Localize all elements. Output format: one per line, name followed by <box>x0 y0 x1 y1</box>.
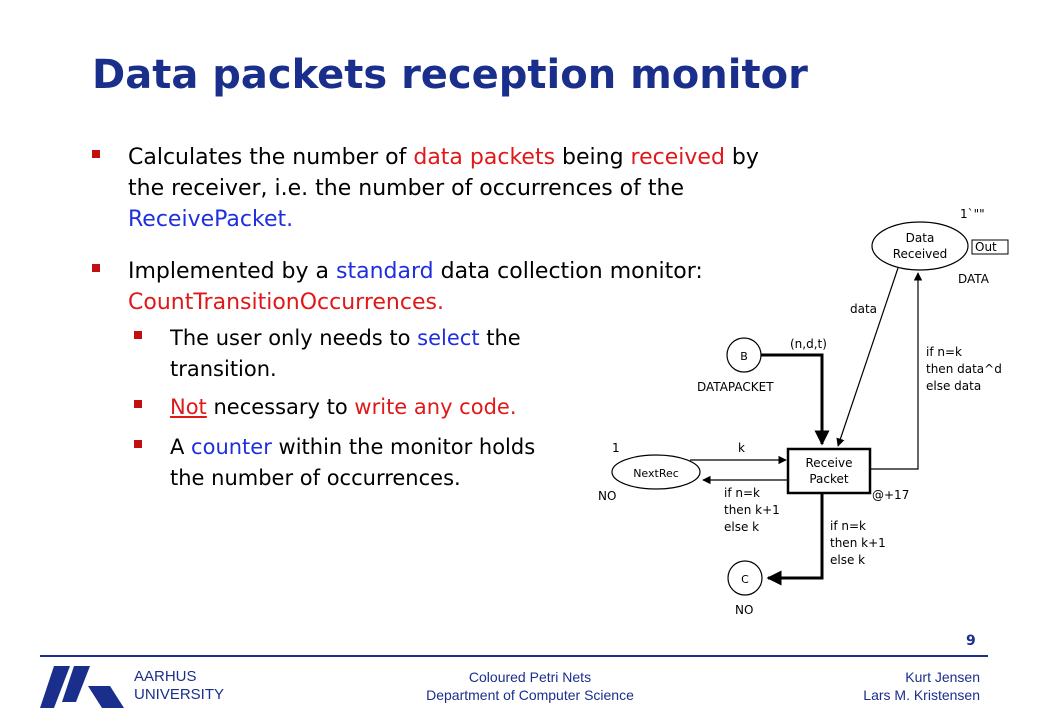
bullet-2: Implemented by a standard data collectio… <box>92 256 832 318</box>
sub-bullet-marker <box>134 331 142 339</box>
port-tag <box>971 239 1009 255</box>
arc-data-in-label: data <box>850 302 877 316</box>
transition-delay: @+17 <box>872 488 909 502</box>
place-nextrec-label: NextRec <box>633 467 679 480</box>
highlight-received: received <box>630 145 725 170</box>
highlight-standard: standard <box>336 259 434 284</box>
arc-c-label-1: if n=k <box>830 519 866 533</box>
sub-bullet-1-part: the transition. <box>170 326 521 381</box>
place-b-type: DATAPACKET <box>697 380 774 394</box>
sub-bullet-1: The user only needs to select the transi… <box>134 323 614 385</box>
sub-bullet-1-text: The user only needs to select the transi… <box>170 323 614 385</box>
place-data-received-label-2: Received <box>893 247 948 261</box>
place-nextrec <box>611 454 701 490</box>
arc-data-out-label-2: then data^d <box>926 362 1002 376</box>
arc-b-to-transition <box>761 353 830 446</box>
sub-bullet-marker <box>134 400 142 408</box>
sub-bullet-2-part: necessary to <box>206 395 355 419</box>
highlight-counter: counter <box>191 435 272 459</box>
arc-transition-to-c <box>766 493 824 586</box>
highlight-write-any-code: write any code. <box>354 395 517 419</box>
arc-nextrec-out-label-3: else k <box>724 520 759 534</box>
university-name-line-1: AARHUS <box>134 668 197 685</box>
sub-bullet-2: Not necessary to write any code. <box>134 392 614 423</box>
aarhus-university-logo-icon <box>40 666 124 708</box>
arc-data-out-label-1: if n=k <box>926 345 962 359</box>
highlight-counttransitionoccurrences: CountTransitionOccurrences. <box>128 290 444 315</box>
highlight-select: select <box>417 326 480 350</box>
bullet-1-part: Calculates the number of <box>128 145 414 170</box>
sub-bullet-3: A counter within the monitor holds the n… <box>134 432 554 494</box>
university-name: AARHUS UNIVERSITY <box>134 668 224 704</box>
slide-title: Data packets reception monitor <box>92 52 808 98</box>
arc-nextrec-out-label-1: if n=k <box>724 486 760 500</box>
footer-course: Coloured Petri Nets <box>468 669 592 685</box>
sub-bullet-3-part: within the monitor holds the number of o… <box>170 435 536 490</box>
footer-author-2: Lars M. Kristensen <box>863 687 980 703</box>
arc-c-label-3: else k <box>830 553 865 567</box>
place-data-received-type: DATA <box>958 272 990 286</box>
place-c-label: C <box>741 573 749 586</box>
bullet-1-part: by the receiver, i.e. the number of occu… <box>128 145 759 201</box>
bullet-2-text: Implemented by a standard data collectio… <box>128 256 832 318</box>
highlight-not: Not <box>170 395 207 419</box>
petri-net-diagram: Data Received 1`"" Out DATA B DATAPACKET… <box>598 207 1009 617</box>
bullet-marker <box>92 150 100 158</box>
highlight-receivepacket: ReceivePacket. <box>128 207 294 232</box>
sub-bullet-2-text: Not necessary to write any code. <box>170 392 614 423</box>
arc-data-in <box>836 267 899 447</box>
transition-label-2: Packet <box>809 472 849 486</box>
bullet-2-part: data collection monitor: <box>433 259 703 284</box>
arc-data-out-label-3: else data <box>926 379 981 393</box>
footer-department: Department of Computer Science <box>426 687 634 703</box>
bullet-1-part: being <box>555 145 631 170</box>
highlight-data-packets: data packets <box>413 145 556 170</box>
place-nextrec-type: NO <box>598 489 616 503</box>
transition-receive-packet <box>786 447 872 495</box>
place-data-received-init: 1`"" <box>960 207 985 221</box>
arc-c-label-2: then k+1 <box>830 536 886 550</box>
bullet-1-text: Calculates the number of data packets be… <box>128 142 792 235</box>
footer-authors: Kurt Jensen Lars M. Kristensen <box>863 668 980 704</box>
footer-center: Coloured Petri Nets Department of Comput… <box>380 668 680 704</box>
bullet-marker <box>92 264 100 272</box>
bullet-1: Calculates the number of data packets be… <box>92 142 792 235</box>
sub-bullet-marker <box>134 440 142 448</box>
sub-bullet-1-part: The user only needs to <box>170 326 418 350</box>
footer-author-1: Kurt Jensen <box>905 669 980 685</box>
sub-bullet-3-text: A counter within the monitor holds the n… <box>170 432 550 494</box>
place-b-label: B <box>740 350 748 363</box>
sub-bullet-3-part: A <box>170 435 192 459</box>
port-tag-label: Out <box>975 240 997 254</box>
place-nextrec-init: 1 <box>612 441 620 455</box>
arc-data-out <box>870 272 923 470</box>
arc-k-in-label: k <box>738 441 745 455</box>
arc-b-label: (n,d,t) <box>790 337 827 351</box>
footer-rule <box>40 655 988 657</box>
place-c <box>727 560 763 596</box>
place-data-received <box>871 221 969 271</box>
place-c-type: NO <box>735 603 753 617</box>
bullet-2-part: Implemented by a <box>128 259 337 284</box>
university-name-line-2: UNIVERSITY <box>134 686 225 703</box>
place-data-received-label-1: Data <box>906 231 935 245</box>
arc-nextrec-out-label-2: then k+1 <box>724 503 780 517</box>
transition-label-1: Receive <box>806 456 853 470</box>
page-number: 9 <box>966 633 976 649</box>
